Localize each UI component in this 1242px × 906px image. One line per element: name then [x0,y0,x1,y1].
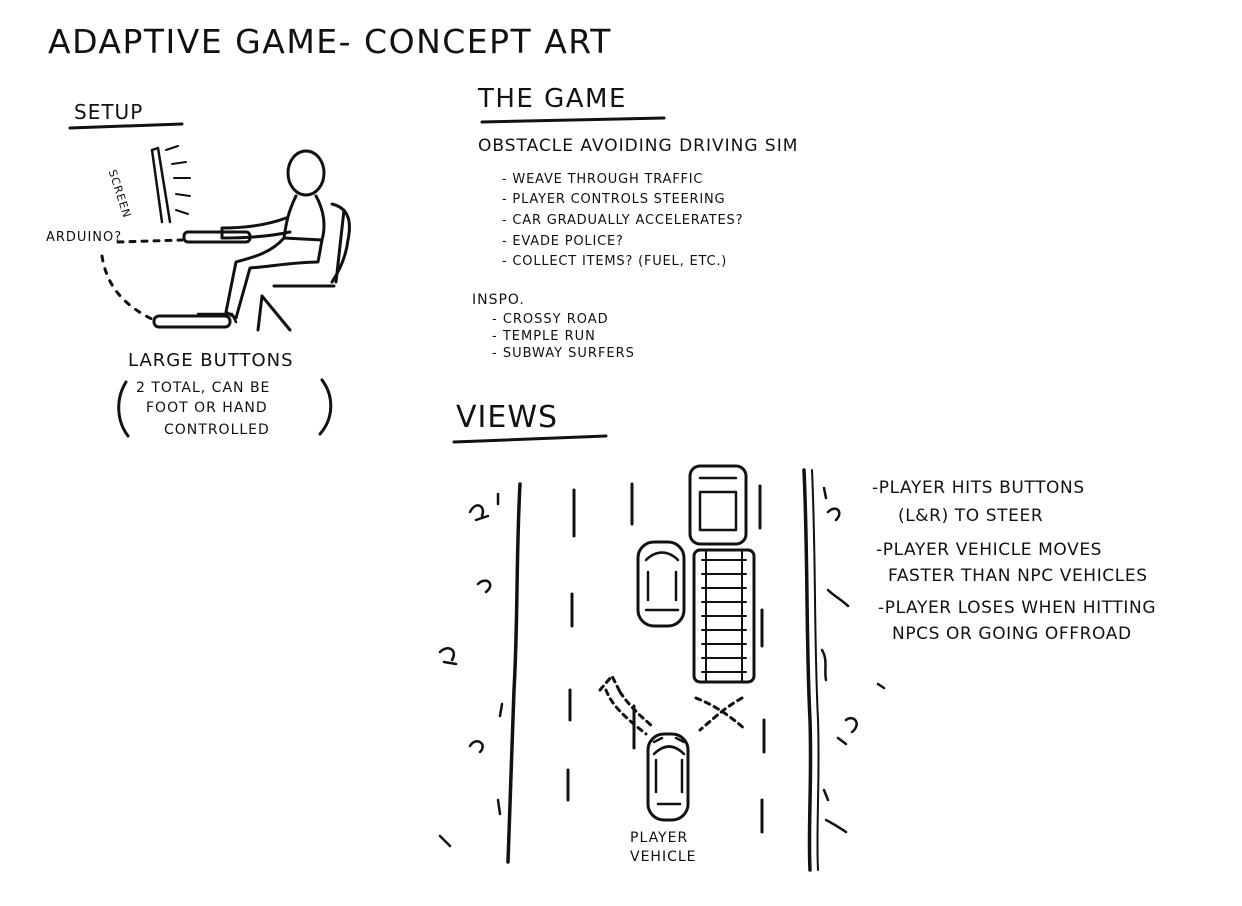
npc-car [636,540,686,628]
person-torso [282,194,326,242]
game-bullet: - EVADE POLICE? [502,234,624,249]
person-legs [224,236,324,320]
npc-truck [688,464,756,684]
inspo-item: - SUBWAY SURFERS [492,346,635,361]
view-note: NPCs OR GOING OFFROAD [892,624,1132,644]
large-buttons-title: LARGE BUTTONS [128,350,294,371]
game-underline [480,116,666,124]
arduino-label: ARDUINO? [46,230,123,245]
game-bullet: - CAR GRADUALLY ACCELERATES? [502,213,744,228]
roadside-scribbles [438,486,886,848]
player-car [646,732,690,822]
game-subheading: OBSTACLE AVOIDING DRIVING SIM [478,136,799,156]
screen-panel [150,146,172,224]
road-view [438,468,886,872]
road-edge-left [506,482,522,864]
arduino-wire-bottom [100,254,156,322]
game-bullet: - PLAYER CONTROLS STEERING [502,192,726,207]
inspo-item: - TEMPLE RUN [492,329,596,344]
buttons-desc-line: CONTROLLED [164,422,270,438]
view-note: FASTER THAN NPC VEHICLES [888,566,1148,586]
game-bullet: - WEAVE THROUGH TRAFFIC [502,172,704,187]
view-note: -PLAYER HITS BUTTONS [872,478,1085,498]
buttons-desc-line: FOOT OR HAND [146,400,268,416]
paren-left [117,380,130,438]
player-vehicle-label: VEHICLE [630,849,697,865]
view-note: -PLAYER VEHICLE MOVES [876,540,1103,560]
arduino-wire-top [116,238,184,244]
hand-button [182,230,252,244]
game-bullet: - COLLECT ITEMS? (FUEL, ETC.) [502,254,728,269]
trajectory-arrow [598,674,654,736]
paren-right [318,378,333,436]
crash-marker [694,696,748,732]
person-arm [220,216,292,240]
chair [256,202,351,332]
game-heading: THE GAME [478,84,627,114]
view-note: (L&R) TO STEER [898,506,1044,526]
setup-illustration [100,145,351,438]
inspo-heading: INSPO. [472,292,525,308]
lane-dashes [566,482,766,834]
views-underline [452,434,608,444]
person-head [286,149,326,197]
player-vehicle-label: PLAYER [630,830,689,846]
view-note: -PLAYER LOSES WHEN HITTING [878,598,1157,618]
setup-underline [68,122,184,130]
page-title: ADAPTIVE GAME- CONCEPT ART [48,22,612,61]
views-heading: VIEWS [456,400,559,435]
buttons-desc-line: 2 TOTAL, CAN BE [136,380,271,396]
setup-heading: SETUP [74,100,144,124]
road-edge-right [802,468,813,872]
foot-button [152,314,232,329]
inspo-item: - CROSSY ROAD [492,312,609,327]
